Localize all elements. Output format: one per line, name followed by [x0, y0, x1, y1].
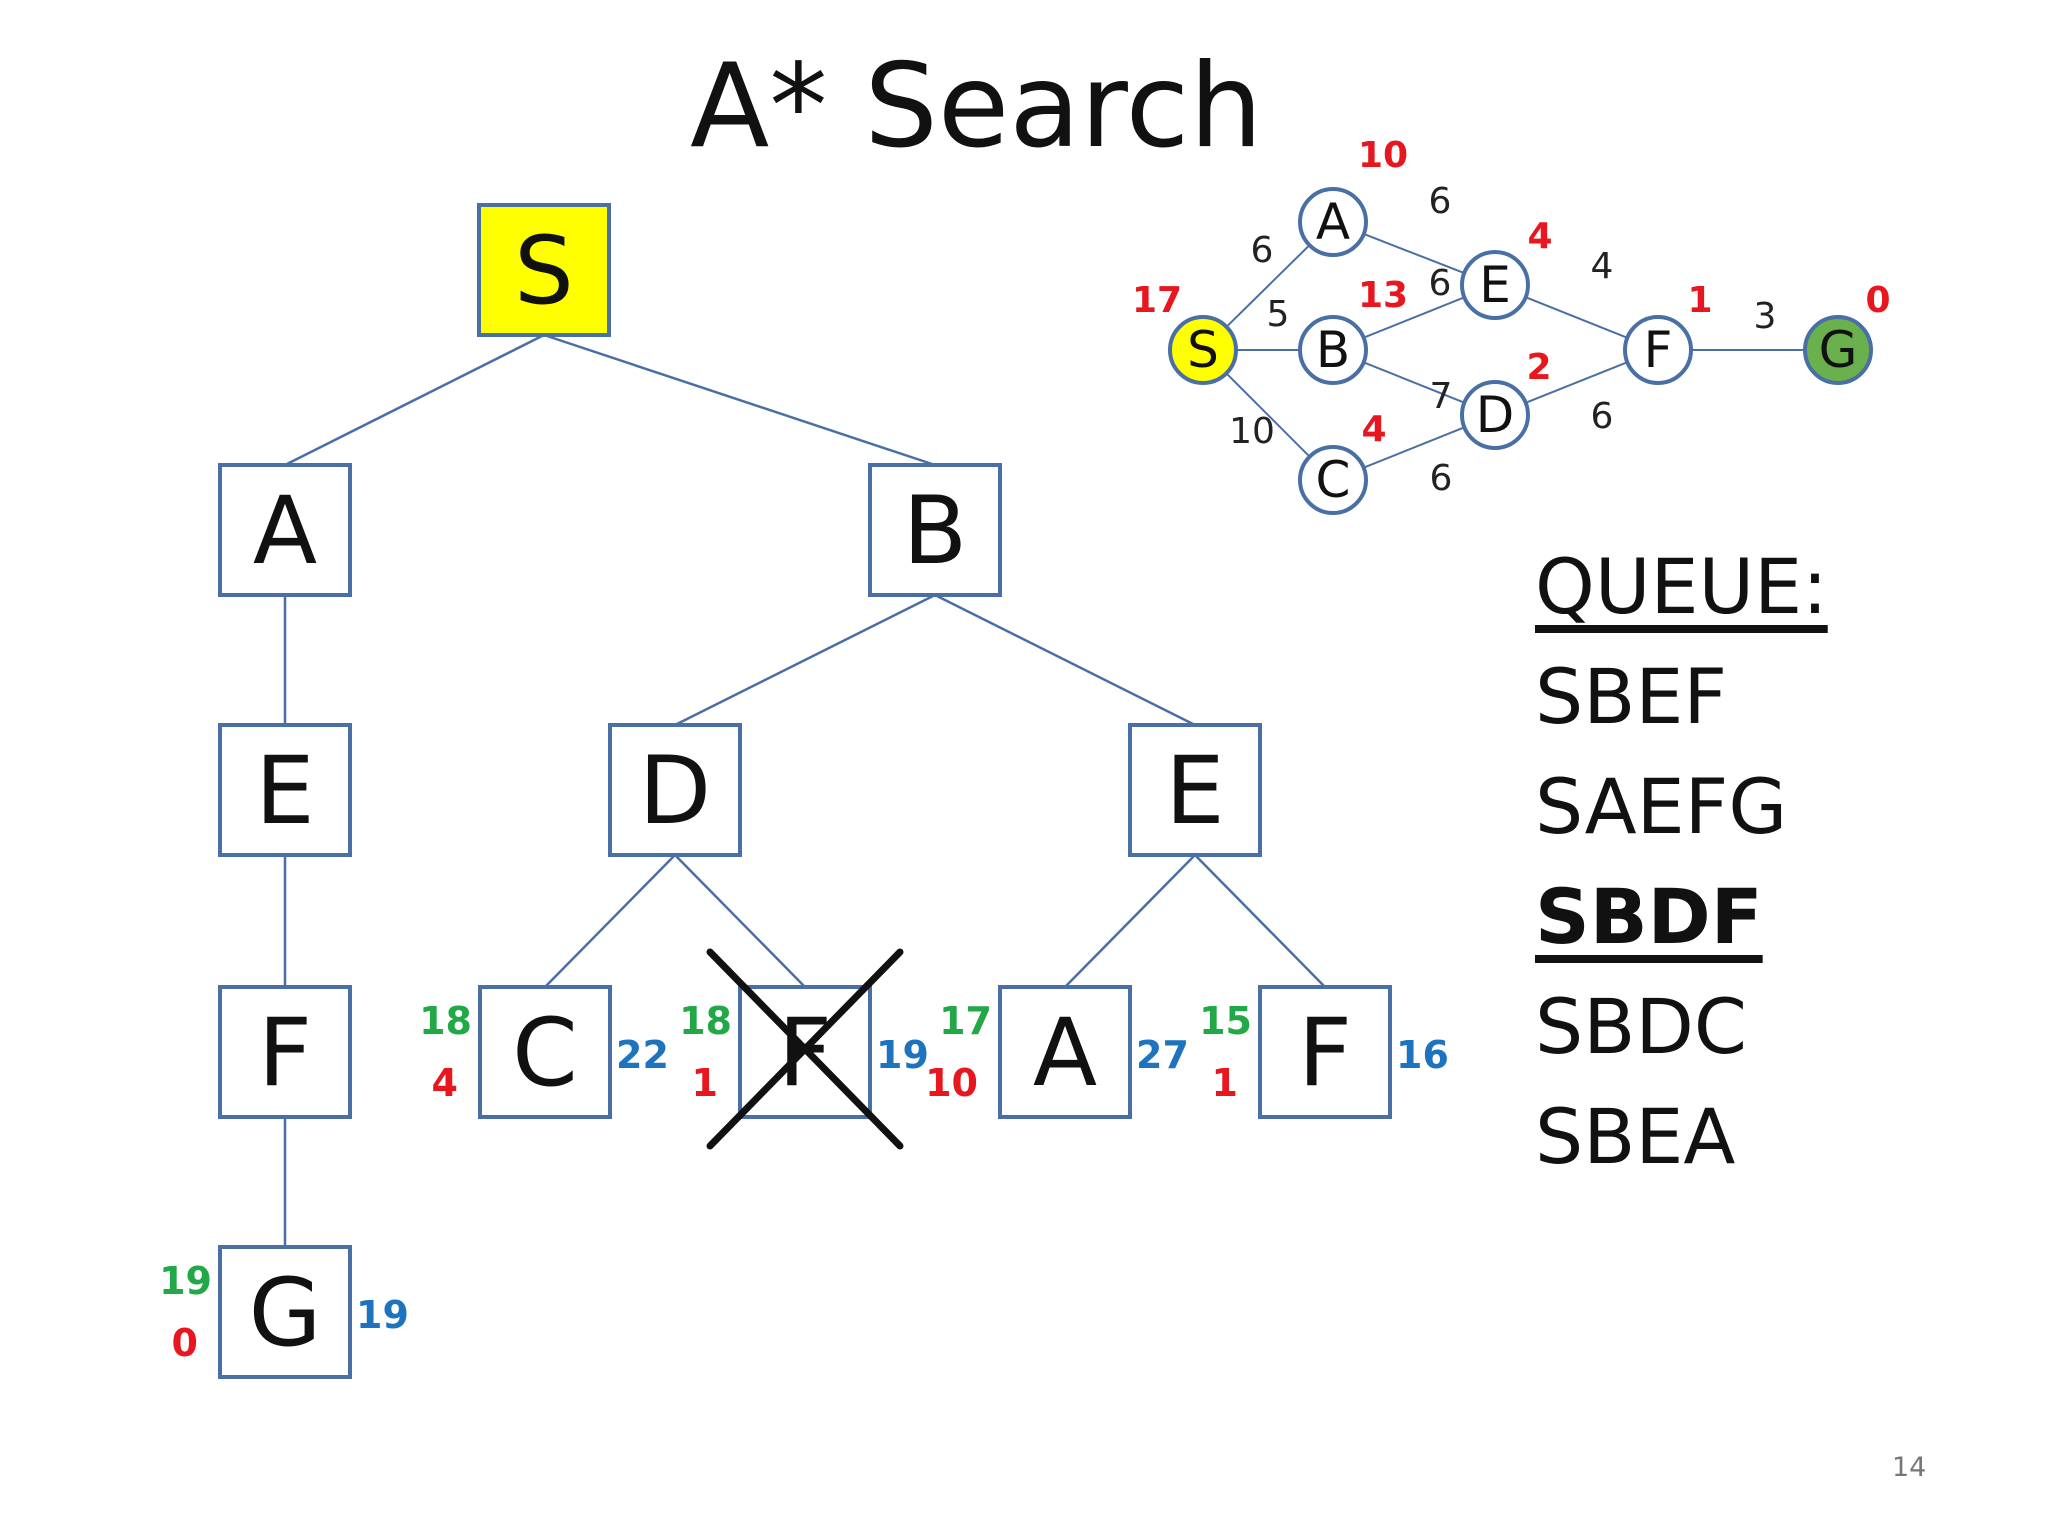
graph-node-label: F [1644, 321, 1673, 379]
graph-edge [1363, 296, 1465, 339]
tree-edge [674, 593, 936, 727]
slide-title: A* Search [690, 39, 1263, 174]
graph-node-label: B [1316, 321, 1350, 379]
page-number: 14 [1892, 1452, 1927, 1483]
graph-edge [1525, 296, 1628, 339]
edge-cost-label: 6 [1429, 181, 1452, 222]
queue-panel: QUEUE: SBEF SAEFG SBDF SBDC SBEA [1535, 532, 1828, 1192]
tree-node-label: A [253, 477, 317, 586]
edge-cost-label: 6 [1430, 458, 1453, 499]
graph-edge [1363, 233, 1465, 274]
tree-node-label: E [255, 737, 314, 846]
graph-edge [1525, 361, 1628, 404]
edge-cost-label: 10 [1229, 411, 1275, 452]
edge-cost-label: 5 [1267, 294, 1290, 335]
f-value-label: 17 [939, 999, 992, 1043]
graph-node-b [1298, 315, 1368, 385]
tree-node-label: B [903, 477, 968, 586]
tree-node-label: E [1165, 737, 1224, 846]
graph-heuristic-label: 4 [1527, 216, 1552, 257]
graph-node-label: C [1316, 451, 1351, 509]
tree-edge [1064, 854, 1196, 988]
f-value-label: 18 [679, 999, 732, 1043]
graph-edge [1225, 244, 1311, 328]
tree-node-e2 [1128, 723, 1262, 857]
path-cost-label: 27 [1136, 1033, 1189, 1077]
tree-edge [284, 333, 545, 467]
graph-node-f [1623, 315, 1693, 385]
queue-item: SBEF [1535, 652, 1728, 741]
tree-node-label: C [512, 999, 578, 1108]
graph-heuristic-label: 2 [1526, 347, 1551, 388]
tree-edge [544, 854, 676, 988]
graph-node-c [1298, 445, 1368, 515]
heuristic-label: 4 [432, 1061, 458, 1105]
tree-node-label: F [1298, 999, 1352, 1108]
graph-heuristic-label: 4 [1361, 409, 1386, 450]
tree-node-label: A [1033, 999, 1097, 1108]
tree-node-label: S [514, 217, 574, 326]
tree-node-s [477, 203, 611, 337]
graph-heuristic-label: 10 [1358, 135, 1408, 176]
queue-item: SAEFG [1535, 762, 1788, 851]
tree-node-label: F [258, 999, 312, 1108]
tree-edge [674, 854, 806, 988]
tree-node-a2 [998, 985, 1132, 1119]
tree-node-g1 [218, 1245, 352, 1379]
cross-mark [706, 948, 904, 1150]
graph-node-label: A [1316, 193, 1350, 251]
heuristic-label: 1 [692, 1061, 718, 1105]
tree-edge [543, 333, 936, 467]
graph-heuristic-label: 0 [1865, 280, 1890, 321]
queue-item: SBDC [1535, 982, 1747, 1071]
path-cost-label: 19 [876, 1033, 929, 1077]
path-cost-label: 16 [1396, 1033, 1449, 1077]
f-value-label: 19 [159, 1259, 212, 1303]
tree-node-d1 [608, 723, 742, 857]
edge-cost-label: 7 [1430, 376, 1453, 417]
tree-node-f3 [1258, 985, 1392, 1119]
tree-node-label: D [639, 737, 711, 846]
graph-node-s [1168, 315, 1238, 385]
tree-node-b1 [868, 463, 1002, 597]
f-value-label: 15 [1199, 999, 1252, 1043]
tree-node-f1 [218, 985, 352, 1119]
graph-node-g [1803, 315, 1873, 385]
graph-heuristic-label: 1 [1687, 280, 1712, 321]
graph-node-d [1460, 380, 1530, 450]
heuristic-label: 10 [925, 1061, 978, 1105]
edge-cost-label: 6 [1429, 263, 1452, 304]
graph-node-label: D [1476, 386, 1515, 444]
edge-cost-label: 3 [1754, 296, 1777, 337]
heuristic-label: 0 [172, 1321, 198, 1365]
tree-node-a1 [218, 463, 352, 597]
queue-heading: QUEUE: [1535, 542, 1828, 631]
graph-edge [1363, 426, 1465, 469]
tree-node-c1 [478, 985, 612, 1119]
graph-heuristic-label: 17 [1132, 280, 1182, 321]
graph-node-a [1298, 187, 1368, 257]
heuristic-label: 1 [1212, 1061, 1238, 1105]
path-cost-label: 22 [616, 1033, 669, 1077]
f-value-label: 18 [419, 999, 472, 1043]
tree-edge [934, 593, 1196, 727]
graph-node-label: E [1479, 256, 1511, 314]
edge-cost-label: 6 [1251, 230, 1274, 271]
path-cost-label: 19 [356, 1293, 409, 1337]
graph-edge [1363, 361, 1465, 404]
graph-node-label: G [1819, 321, 1858, 379]
graph-edge [1225, 372, 1311, 458]
edge-cost-label: 4 [1591, 246, 1614, 287]
tree-node-e1 [218, 723, 352, 857]
tree-node-label: G [249, 1259, 322, 1368]
graph-node-e [1460, 250, 1530, 320]
tree-edge [1194, 854, 1326, 988]
queue-item-current: SBDF [1535, 872, 1763, 961]
edge-cost-label: 6 [1591, 396, 1614, 437]
graph-heuristic-label: 13 [1358, 275, 1408, 316]
graph-node-label: S [1187, 321, 1219, 379]
queue-item: SBEA [1535, 1092, 1736, 1181]
